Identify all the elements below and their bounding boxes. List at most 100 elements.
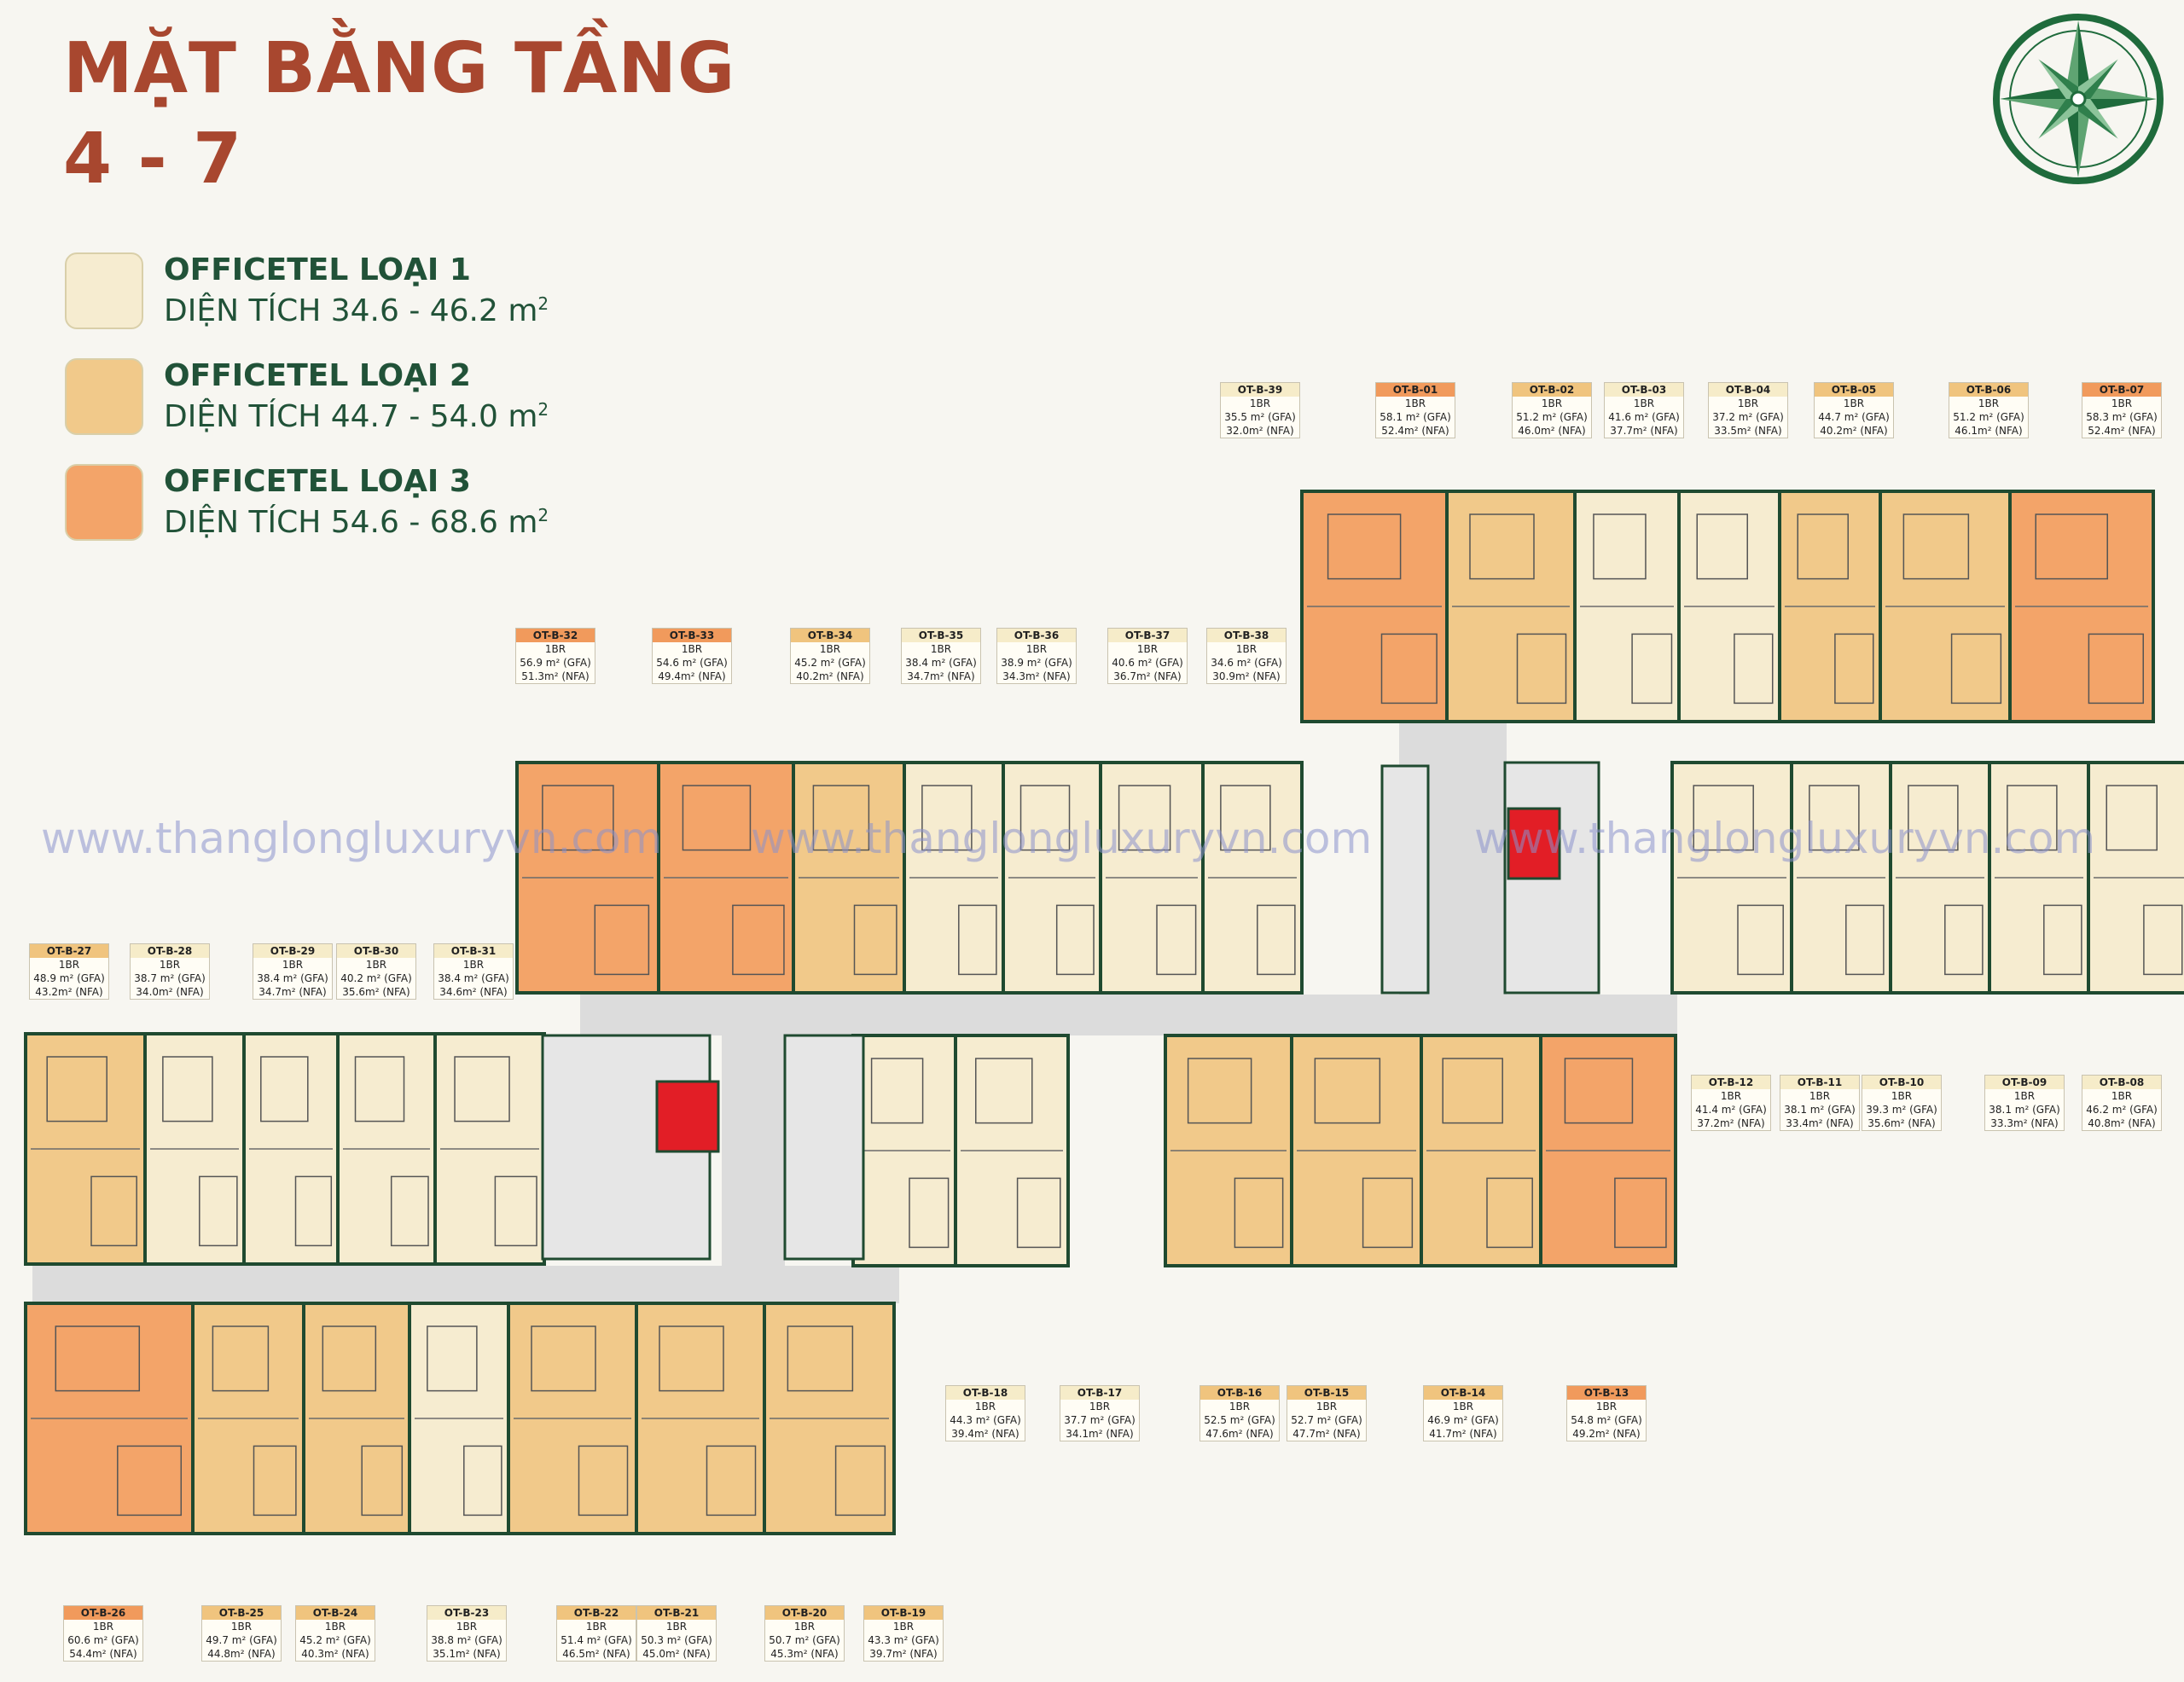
unit-label-code: OT-B-22 <box>557 1606 636 1620</box>
unit-label-nfa: 54.4m² (NFA) <box>69 1648 137 1660</box>
unit-label-nfa: 32.0m² (NFA) <box>1226 425 1294 437</box>
unit-ot-b-38 <box>1201 761 1304 995</box>
unit-label-br: 1BR <box>462 959 485 971</box>
unit-label-gfa: 52.5 m² (GFA) <box>1204 1414 1275 1426</box>
unit-ot-b-09 <box>1988 761 2090 995</box>
unit-ot-b-12 <box>1670 761 1793 995</box>
legend-area: DIỆN TÍCH 54.6 - 68.6 m2 <box>164 505 549 540</box>
unit-label-gfa: 46.9 m² (GFA) <box>1427 1414 1499 1426</box>
unit-label-nfa: 52.4m² (NFA) <box>2088 425 2156 437</box>
unit-label-gfa: 43.3 m² (GFA) <box>868 1634 939 1646</box>
corridors <box>32 723 1677 1303</box>
unit-label-br: 1BR <box>1089 1401 1111 1412</box>
unit-label-code: OT-B-28 <box>131 944 209 958</box>
unit-label-code: OT-B-30 <box>337 944 415 958</box>
unit-label-code: OT-B-09 <box>1985 1076 2064 1089</box>
unit-label-br: 1BR <box>92 1621 114 1633</box>
legend-area: DIỆN TÍCH 44.7 - 54.0 m2 <box>164 399 549 434</box>
unit-label-code: OT-B-08 <box>2082 1076 2161 1089</box>
unit-label-br: 1BR <box>324 1621 346 1633</box>
compass-star-icon <box>1993 14 2164 184</box>
unit-label-nfa: 35.6m² (NFA) <box>1867 1117 1936 1129</box>
unit-label-nfa: 44.8m² (NFA) <box>207 1648 276 1660</box>
unit-label-gfa: 38.7 m² (GFA) <box>134 972 206 984</box>
unit-label-br: 1BR <box>2111 1090 2133 1102</box>
unit-label-code: OT-B-36 <box>997 629 1076 642</box>
unit-label-br: 1BR <box>58 959 80 971</box>
unit-label-gfa: 58.3 m² (GFA) <box>2086 411 2158 423</box>
unit-label-code: OT-B-11 <box>1780 1076 1859 1089</box>
unit-label-nfa: 33.3m² (NFA) <box>1990 1117 2059 1129</box>
unit-ot-b-01 <box>1300 490 1449 723</box>
unit-label-gfa: 35.5 m² (GFA) <box>1224 411 1296 423</box>
unit-label-br: 1BR <box>1891 1090 1913 1102</box>
unit-label-nfa: 52.4m² (NFA) <box>1381 425 1449 437</box>
unit-ot-b-04 <box>1677 490 1781 723</box>
unit-ot-b-34 <box>792 761 906 995</box>
unit-ot-b-24 <box>302 1302 411 1535</box>
unit-label-nfa: 47.6m² (NFA) <box>1205 1428 1274 1440</box>
unit-ot-b-29 <box>242 1032 340 1266</box>
unit-label-code: OT-B-27 <box>30 944 108 958</box>
unit-ot-b-14 <box>1420 1034 1542 1267</box>
unit-label-nfa: 39.7m² (NFA) <box>869 1648 938 1660</box>
legend-swatch-type-3 <box>65 464 143 541</box>
unit-label-code: OT-B-32 <box>516 629 595 642</box>
unit-label-code: OT-B-25 <box>202 1606 281 1620</box>
unit-label-code: OT-B-24 <box>296 1606 375 1620</box>
unit-ot-b-16 <box>1164 1034 1293 1267</box>
unit-label-nfa: 40.2m² (NFA) <box>1820 425 1888 437</box>
unit-label-nfa: 30.9m² (NFA) <box>1212 670 1281 682</box>
unit-label-br: 1BR <box>665 1621 688 1633</box>
unit-label-nfa: 33.4m² (NFA) <box>1786 1117 1854 1129</box>
unit-label-code: OT-B-14 <box>1424 1386 1502 1400</box>
unit-label-code: OT-B-10 <box>1862 1076 1941 1089</box>
unit-label-nfa: 46.0m² (NFA) <box>1518 425 1586 437</box>
unit-label-code: OT-B-07 <box>2082 383 2161 397</box>
unit-label-code: OT-B-37 <box>1108 629 1187 642</box>
watermarks: www.thanglongluxuryvn.com www.thanglongl… <box>41 814 2095 863</box>
unit-label-br: 1BR <box>819 643 841 655</box>
unit-ot-b-37 <box>1099 761 1205 995</box>
unit-label-br: 1BR <box>1978 397 2000 409</box>
elevator-core-red <box>655 1080 720 1153</box>
unit-label-gfa: 40.2 m² (GFA) <box>340 972 412 984</box>
unit-label-nfa: 41.7m² (NFA) <box>1429 1428 1497 1440</box>
unit-label-br: 1BR <box>1249 397 1271 409</box>
unit-label-nfa: 35.1m² (NFA) <box>433 1648 501 1660</box>
unit-label-gfa: 37.2 m² (GFA) <box>1712 411 1784 423</box>
unit-label-nfa: 45.3m² (NFA) <box>770 1648 839 1660</box>
unit-label-code: OT-B-39 <box>1221 383 1299 397</box>
unit-label-gfa: 51.2 m² (GFA) <box>1516 411 1588 423</box>
unit-label-code: OT-B-19 <box>864 1606 943 1620</box>
unit-label-code: OT-B-17 <box>1060 1386 1139 1400</box>
unit-label-gfa: 58.1 m² (GFA) <box>1380 411 1451 423</box>
unit-label-nfa: 45.0m² (NFA) <box>642 1648 711 1660</box>
unit-label-gfa: 41.4 m² (GFA) <box>1695 1104 1767 1116</box>
unit-ot-b-33 <box>657 761 795 995</box>
unit-ot-b-13 <box>1539 1034 1677 1267</box>
unit-label-nfa: 34.7m² (NFA) <box>907 670 975 682</box>
unit-label-nfa: 49.2m² (NFA) <box>1572 1428 1641 1440</box>
unit-label-code: OT-B-03 <box>1605 383 1683 397</box>
unit-label-nfa: 34.7m² (NFA) <box>258 986 327 998</box>
unit-label-br: 1BR <box>1541 397 1563 409</box>
unit-label-gfa: 38.9 m² (GFA) <box>1001 657 1072 669</box>
unit-label-code: OT-B-34 <box>791 629 869 642</box>
watermark-text: www.thanglongluxuryvn.com <box>41 814 662 863</box>
unit-label-code: OT-B-29 <box>253 944 332 958</box>
unit-label-code: OT-B-21 <box>637 1606 716 1620</box>
unit-ot-b-28 <box>143 1032 246 1266</box>
